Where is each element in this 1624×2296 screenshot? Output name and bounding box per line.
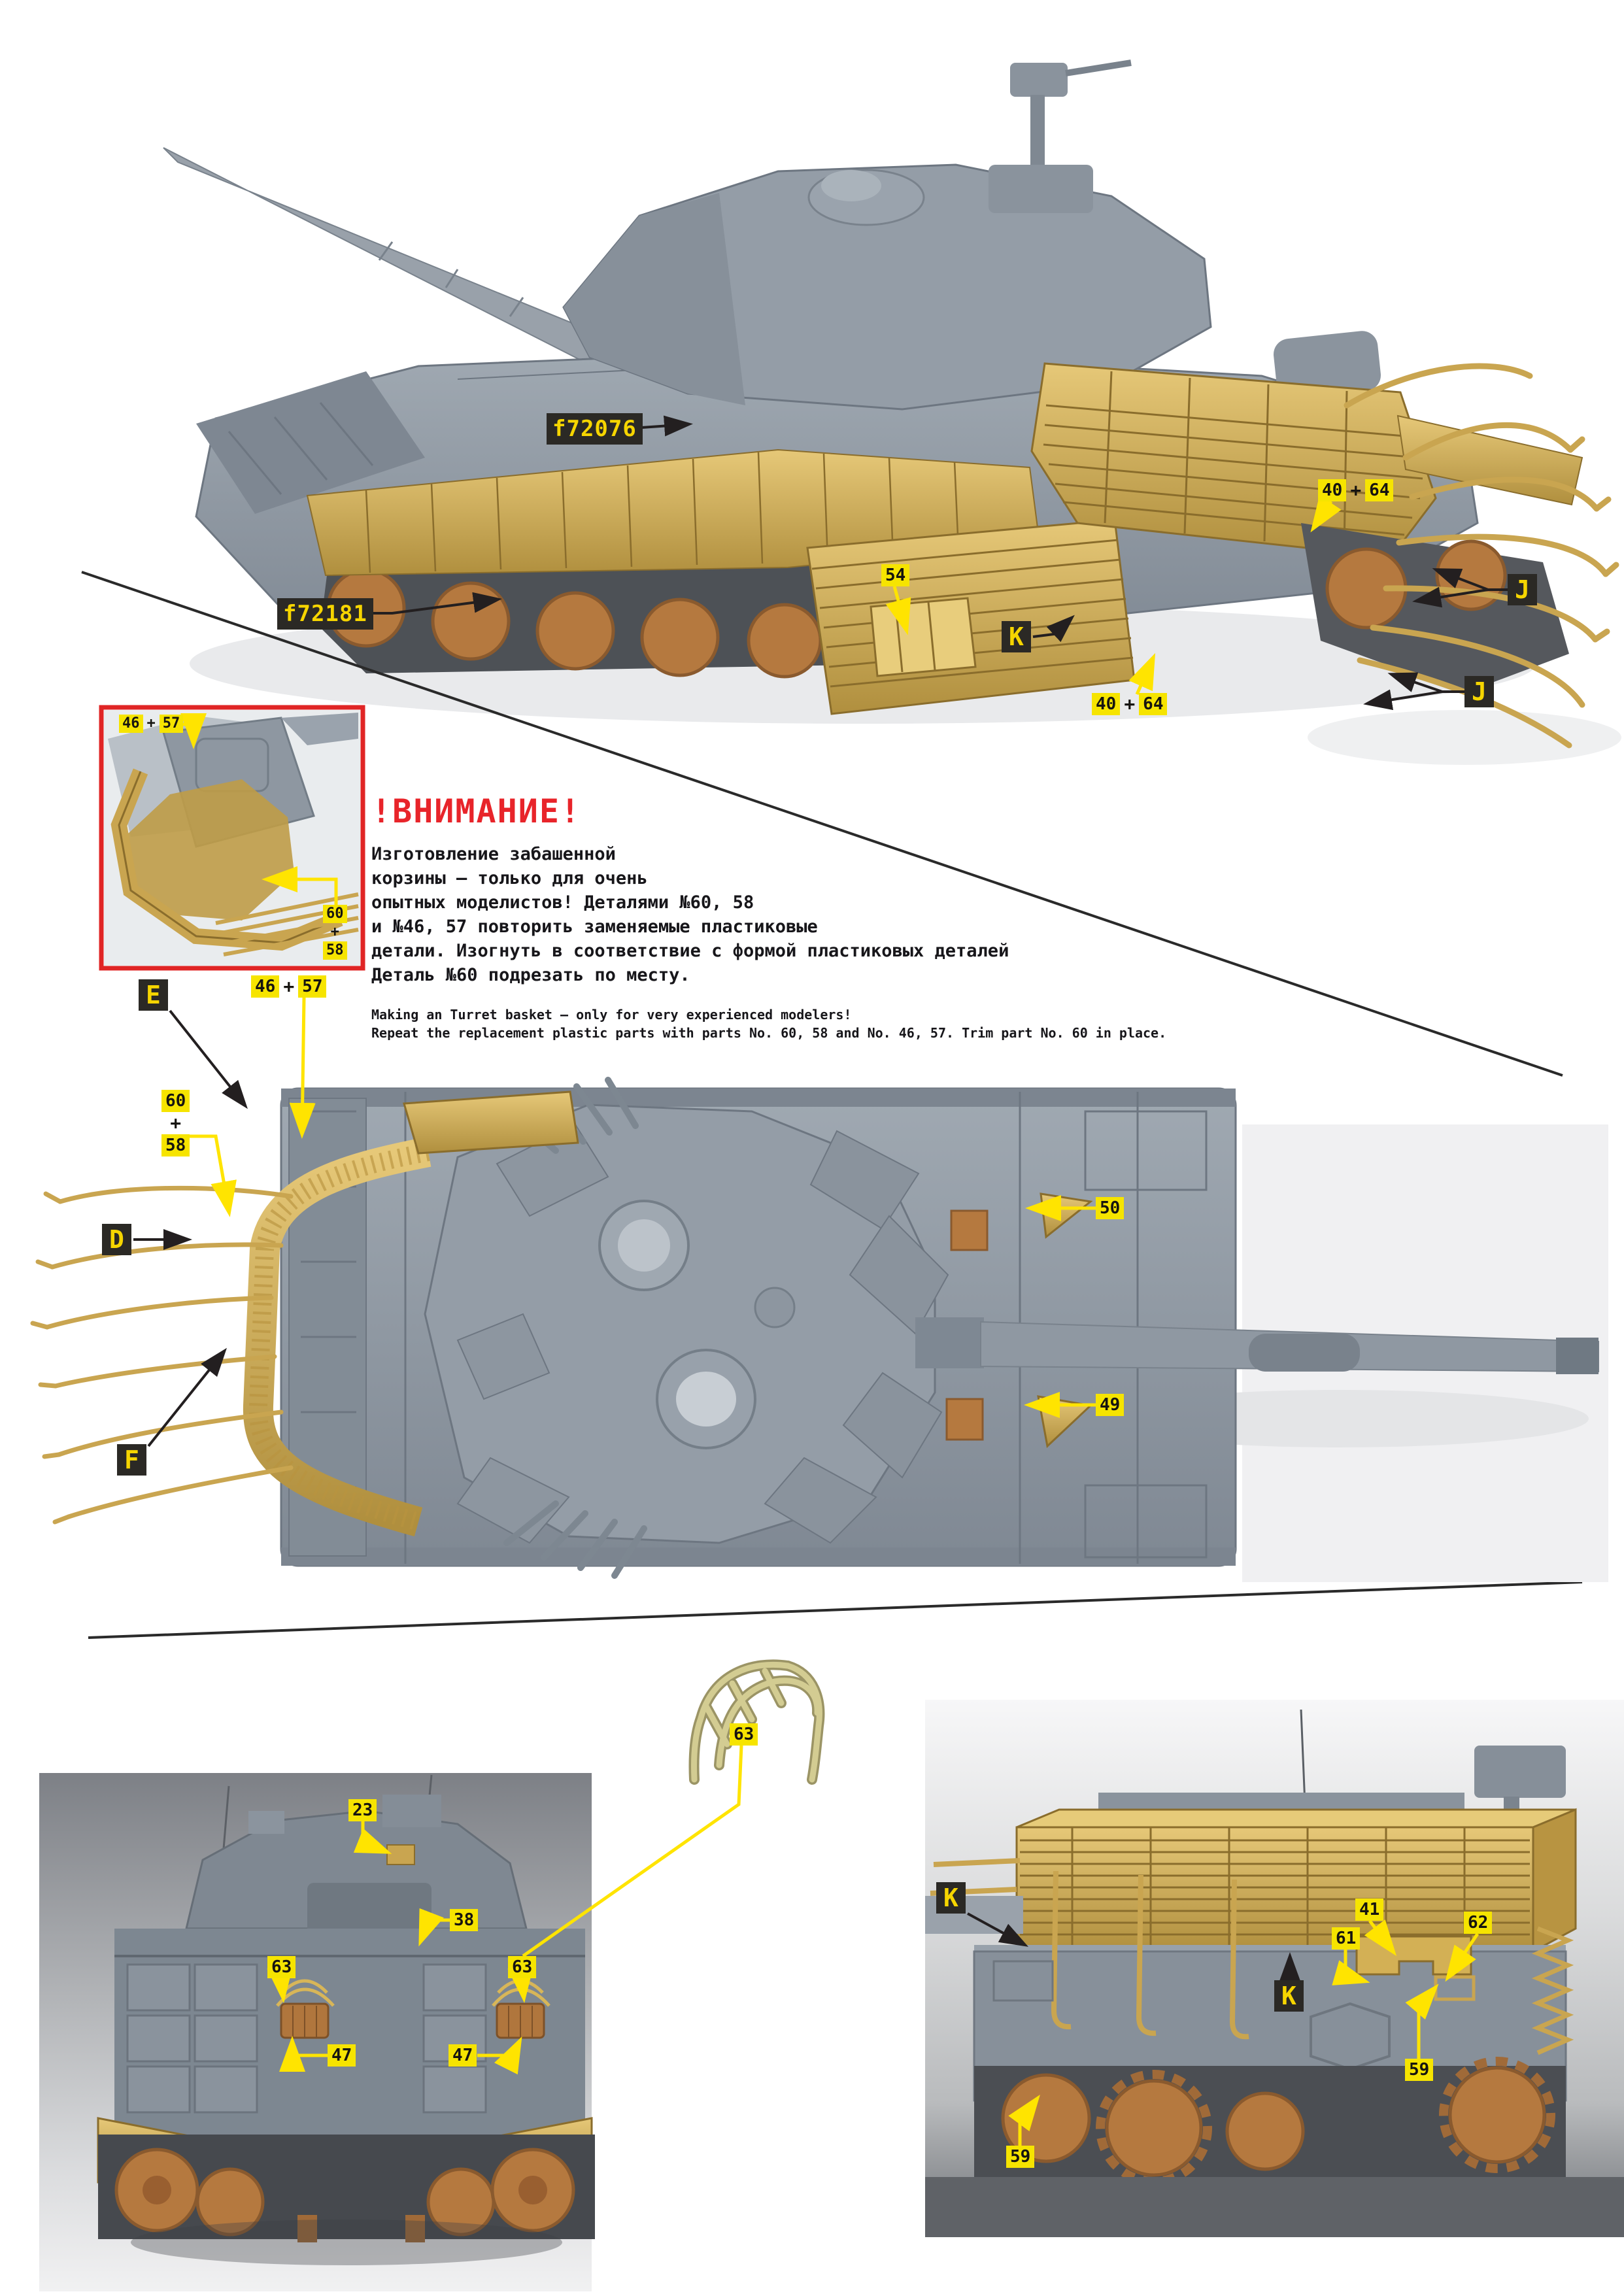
warning-text-russian: Изготовление забашенной корзины – только… [371, 842, 1166, 987]
label-62: 62 [1464, 1912, 1493, 1934]
photo-top-three-quarter-view [163, 59, 1621, 765]
warning-ru-line: опытных моделистов! Деталями №60, 58 [371, 892, 754, 913]
label-63-part-drawing: 63 [730, 1723, 758, 1746]
warning-en-line: Making an Turret basket – only for very … [371, 1007, 852, 1022]
label-57: 57 [159, 715, 184, 733]
section-dividers [81, 571, 1583, 1639]
warning-ru-line: корзины – только для очень [371, 868, 648, 888]
plus-sign: + [330, 924, 339, 940]
label-40-64-upper: 40 + 64 [1318, 479, 1394, 501]
label-40: 40 [1318, 479, 1347, 501]
warning-title: !ВНИМАНИЕ! [371, 792, 582, 830]
warning-ru-line: Изготовление забашенной [371, 844, 616, 864]
label-57: 57 [298, 975, 327, 998]
label-38: 38 [450, 1909, 479, 1931]
warning-ru-line: и №46, 57 повторить заменяемые пластиков… [371, 917, 818, 937]
photo-front-view [39, 1773, 595, 2291]
part-63-drawing [688, 1659, 825, 1785]
brass-straps [1051, 1870, 1249, 2040]
label-40: 40 [1092, 693, 1121, 715]
warning-ru-line: Деталь №60 подрезать по месту. [371, 965, 690, 985]
label-46-57-middle: 46 + 57 [251, 975, 327, 998]
label-60-58-inset: 60 + 58 [323, 905, 347, 960]
label-46: 46 [119, 715, 143, 733]
label-46-57-inset: 46 + 57 [119, 715, 184, 733]
label-60: 60 [161, 1090, 190, 1112]
label-40-64-lower: 40 + 64 [1092, 693, 1168, 715]
label-K-top-photo: K [1002, 621, 1031, 652]
label-46: 46 [251, 975, 280, 998]
headlight-guards [276, 1979, 550, 2039]
leader-lines-black [133, 415, 1508, 1981]
plus-sign: + [146, 715, 156, 732]
label-47-right: 47 [448, 2044, 477, 2067]
warning-en-line: Repeat the replacement plastic parts wit… [371, 1025, 1167, 1041]
plus-sign: + [283, 975, 295, 997]
inset-red-border [99, 705, 365, 971]
warning-block: !ВНИМАНИЕ! Изготовление забашенной корзи… [371, 792, 1166, 1042]
label-58: 58 [323, 941, 347, 960]
brass-prongs [30, 1185, 294, 1525]
warning-ru-line: детали. Изогнуть в соответствие с формой… [371, 941, 1009, 961]
photo-top-down-view [30, 1077, 1608, 1582]
label-63-right: 63 [508, 1956, 537, 1978]
label-47-left: 47 [328, 2044, 356, 2067]
label-E: E [139, 979, 168, 1011]
inset-photo-turret-basket [99, 705, 365, 971]
label-63-left: 63 [267, 1956, 296, 1978]
warning-text-english: Making an Turret basket – only for very … [371, 1005, 1166, 1042]
label-23: 23 [348, 1799, 377, 1821]
part-code-f72181: f72181 [277, 598, 373, 630]
label-59-right: 59 [1405, 2059, 1434, 2081]
label-64: 64 [1139, 693, 1168, 715]
label-59-bottom: 59 [1006, 2146, 1035, 2168]
label-60-58-middle: 60 + 58 [161, 1090, 190, 1156]
label-61: 61 [1332, 1927, 1361, 1950]
label-54: 54 [881, 564, 910, 586]
plus-sign: + [170, 1112, 182, 1134]
leader-lines-yellow [177, 495, 1480, 2146]
label-64: 64 [1365, 479, 1394, 501]
label-J-upper: J [1508, 574, 1537, 605]
label-D: D [102, 1224, 131, 1255]
part-code-f72076: f72076 [547, 413, 643, 445]
label-K-rear-lower: K [1274, 1980, 1304, 2012]
label-60: 60 [323, 905, 347, 923]
label-49: 49 [1096, 1394, 1125, 1416]
label-K-rear-upper: K [936, 1882, 966, 1914]
label-58: 58 [161, 1134, 190, 1156]
label-J-lower: J [1464, 676, 1494, 707]
label-F: F [117, 1444, 146, 1476]
photo-rear-view [925, 1700, 1624, 2237]
label-41: 41 [1355, 1899, 1384, 1921]
plus-sign: + [1124, 693, 1136, 715]
label-50: 50 [1096, 1197, 1125, 1219]
plus-sign: + [1350, 479, 1362, 501]
